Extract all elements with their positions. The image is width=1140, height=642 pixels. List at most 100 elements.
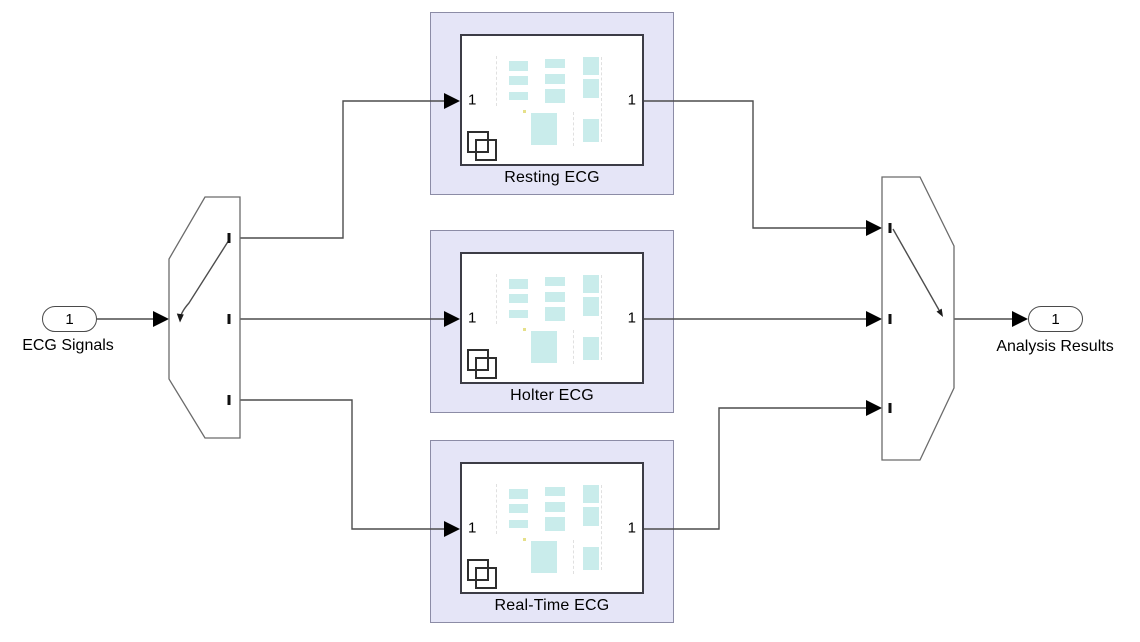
subsystem-preview-thumbnail — [462, 36, 642, 164]
thumbnail-block — [583, 119, 599, 142]
thumbnail-block — [583, 297, 599, 316]
subsystem-outport-label: 1 — [627, 519, 636, 537]
subsystem-inport-label: 1 — [468, 91, 477, 109]
thumbnail-block — [509, 489, 528, 499]
wire-arrowhead-icon — [444, 93, 460, 109]
port-tick — [227, 233, 231, 243]
subsystem-preview-thumbnail — [462, 464, 642, 592]
thumbnail-block — [509, 520, 528, 528]
thumbnail-block — [583, 507, 599, 526]
thumbnail-wire-line — [573, 540, 574, 574]
thumbnail-block — [531, 541, 557, 573]
thumbnail-block — [545, 277, 565, 286]
subsystem-preview-box: 1 1 — [460, 34, 644, 166]
subsystem-preview-box: 1 1 — [460, 252, 644, 384]
port-tick — [888, 223, 892, 233]
mux-switch-selector-arrow-icon — [936, 308, 943, 317]
inport-block[interactable]: 1 — [42, 306, 97, 332]
subsystem-inport-label: 1 — [468, 309, 477, 327]
stack-square-front-icon — [475, 357, 497, 379]
subsystem-outport-label: 1 — [627, 91, 636, 109]
wire-arrowhead-icon — [444, 521, 460, 537]
thumbnail-block — [509, 76, 528, 85]
thumbnail-dot — [523, 110, 526, 113]
thumbnail-block — [583, 79, 599, 98]
stack-square-back-icon — [467, 559, 489, 581]
thumbnail-block — [509, 294, 528, 303]
outport-block[interactable]: 1 — [1028, 306, 1083, 332]
stack-square-front-icon — [475, 139, 497, 161]
thumbnail-wire-line — [496, 484, 497, 534]
thumbnail-block — [583, 547, 599, 570]
thumbnail-wire-line — [601, 57, 602, 142]
subsystem-preview-box: 1 1 — [460, 462, 644, 594]
thumbnail-block — [545, 502, 565, 512]
subsystem-name: Resting ECG — [504, 169, 600, 186]
wire-demux-to-realtime[interactable] — [240, 399, 446, 530]
port-tick — [888, 403, 892, 413]
thumbnail-block — [545, 292, 565, 302]
subsystem-block-realtime-ecg[interactable]: 1 1 Real-Time ECG — [430, 440, 674, 623]
thumbnail-block — [531, 113, 557, 145]
port-tick — [888, 314, 892, 324]
stack-square-front-icon — [475, 567, 497, 589]
thumbnail-block — [545, 487, 565, 496]
subsystem-preview-thumbnail — [462, 254, 642, 382]
thumbnail-block — [583, 57, 599, 75]
stack-square-back-icon — [467, 349, 489, 371]
subsystem-stack-icon — [467, 349, 500, 380]
thumbnail-block — [583, 275, 599, 293]
thumbnail-wire-line — [573, 112, 574, 146]
thumbnail-block — [583, 337, 599, 360]
thumbnail-block — [509, 310, 528, 318]
thumbnail-wire-line — [496, 274, 497, 324]
thumbnail-block — [545, 517, 565, 531]
thumbnail-dot — [523, 328, 526, 331]
thumbnail-block — [545, 89, 565, 103]
wire-resting-to-mux[interactable] — [644, 100, 868, 229]
mux-switch-block[interactable] — [881, 176, 955, 461]
wire-arrowhead-icon — [866, 220, 882, 236]
thumbnail-block — [531, 331, 557, 363]
demux-switch-body — [168, 196, 241, 439]
subsystem-outport-label: 1 — [627, 309, 636, 327]
wire-arrowhead-icon — [1012, 311, 1028, 327]
thumbnail-dot — [523, 538, 526, 541]
inport-name: ECG Signals — [22, 337, 114, 354]
subsystem-block-resting-ecg[interactable]: 1 1 Resting ECG — [430, 12, 674, 195]
thumbnail-block — [545, 307, 565, 321]
thumbnail-wire-line — [601, 275, 602, 360]
subsystem-stack-icon — [467, 131, 500, 162]
stack-square-back-icon — [467, 131, 489, 153]
mux-switch-body — [881, 176, 955, 461]
thumbnail-block — [545, 74, 565, 84]
thumbnail-block — [583, 485, 599, 503]
subsystem-stack-icon — [467, 559, 500, 590]
outport-number: 1 — [1051, 310, 1060, 328]
thumbnail-wire-line — [496, 56, 497, 106]
subsystem-inport-label: 1 — [468, 519, 477, 537]
wire-arrowhead-icon — [866, 311, 882, 327]
demux-switch-block[interactable] — [168, 196, 241, 439]
wire-arrowhead-icon — [153, 311, 169, 327]
port-tick — [227, 395, 231, 405]
thumbnail-block — [509, 504, 528, 513]
wire-realtime-to-mux[interactable] — [644, 407, 868, 530]
subsystem-name: Holter ECG — [510, 387, 594, 404]
thumbnail-block — [509, 279, 528, 289]
thumbnail-block — [509, 92, 528, 100]
subsystem-block-holter-ecg[interactable]: 1 1 Holter ECG — [430, 230, 674, 413]
mux-switch-selector-line — [892, 228, 940, 311]
subsystem-name: Real-Time ECG — [494, 597, 610, 614]
outport-name: Analysis Results — [996, 338, 1114, 355]
wire-arrowhead-icon — [866, 400, 882, 416]
thumbnail-wire-line — [573, 330, 574, 364]
demux-switch-selector-arrow-icon — [176, 313, 184, 323]
wire-arrowhead-icon — [444, 311, 460, 327]
wire-demux-to-resting[interactable] — [240, 100, 446, 239]
inport-number: 1 — [65, 310, 74, 328]
thumbnail-wire-line — [601, 485, 602, 570]
thumbnail-block — [545, 59, 565, 68]
